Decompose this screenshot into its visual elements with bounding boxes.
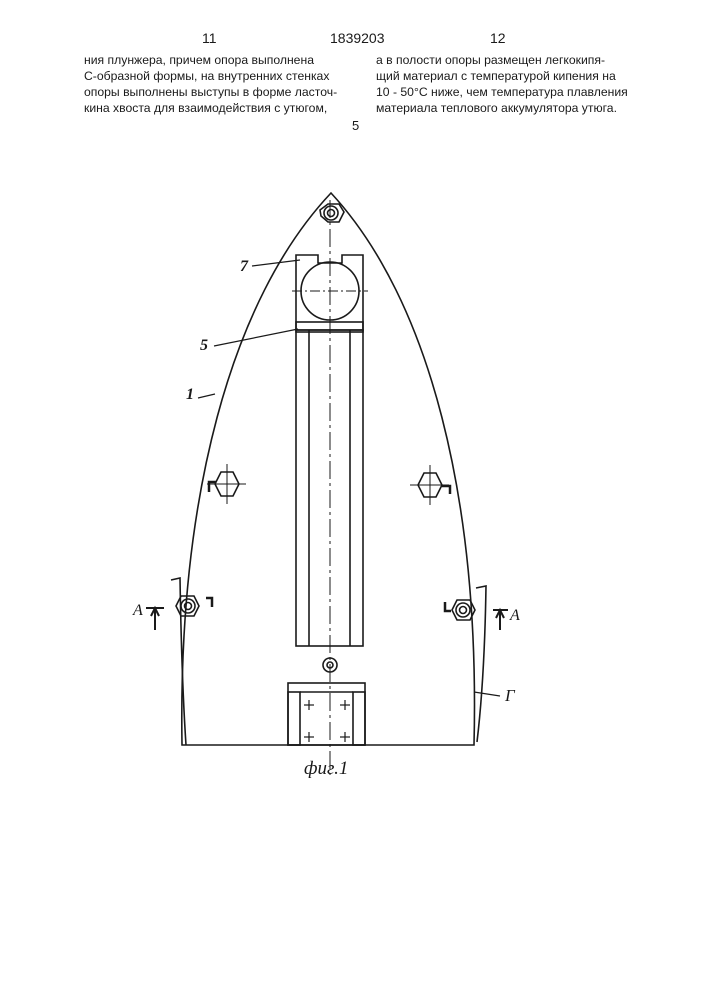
section-arrow-right-icon <box>493 610 508 630</box>
fastener-right-icon <box>410 465 450 505</box>
label-section-right: А <box>510 607 520 625</box>
skirt-left <box>171 578 186 745</box>
label-section-left: А <box>133 602 143 620</box>
label-part-1: 1 <box>186 386 194 404</box>
label-part-5: 5 <box>200 337 208 355</box>
top-nut-icon <box>320 204 344 222</box>
skirt-right <box>476 586 486 742</box>
section-arrow-left-icon <box>146 608 164 630</box>
label-part-7: 7 <box>240 258 248 276</box>
fastener-left-icon <box>207 464 246 504</box>
label-part-g: Г <box>505 686 515 706</box>
heel-block <box>288 683 365 745</box>
figure-caption: фиг.1 <box>304 758 348 780</box>
